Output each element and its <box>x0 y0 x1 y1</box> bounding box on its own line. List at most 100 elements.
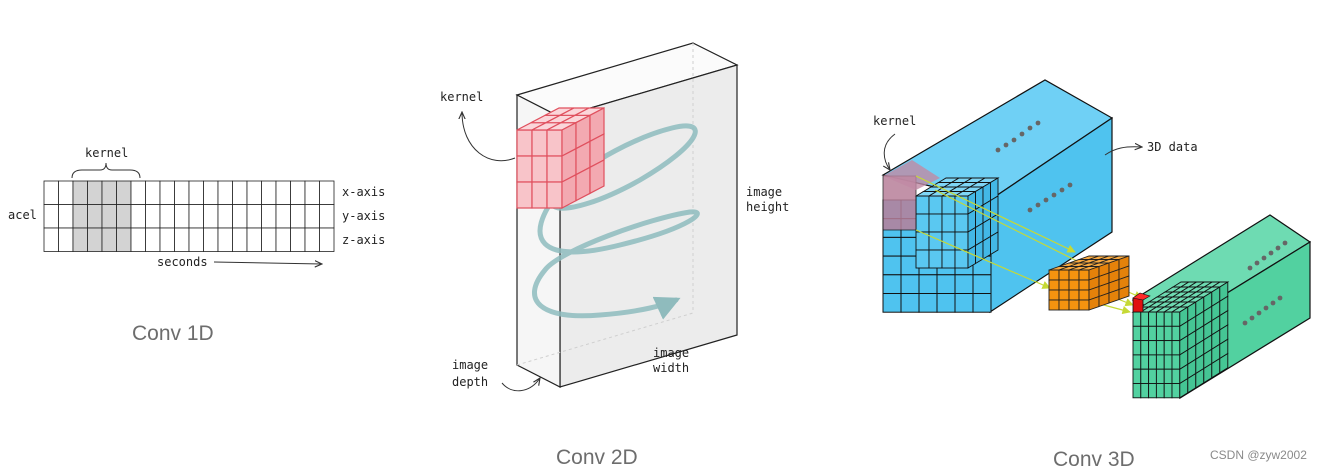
signal-cell <box>58 227 74 252</box>
front-cell <box>941 231 956 251</box>
signal-cell <box>188 227 204 252</box>
front-cell <box>915 213 930 233</box>
signal-cell <box>319 180 335 205</box>
front-cell <box>1171 325 1181 342</box>
signal-cell <box>145 180 161 205</box>
front-cell <box>1058 279 1070 291</box>
front-cell <box>1155 368 1165 384</box>
front-cell <box>1078 299 1090 311</box>
side-cell <box>589 159 605 195</box>
front-cell <box>1163 325 1173 342</box>
front-cell <box>954 213 969 233</box>
front-cell <box>954 274 974 294</box>
kernel-cell <box>72 204 88 229</box>
signal-cell <box>217 180 233 205</box>
front-cell <box>1048 289 1060 301</box>
front-cell <box>882 236 902 257</box>
signal-cell <box>130 180 146 205</box>
conv1d-panel: kernel acel x-axis y-axis z-axis seconds… <box>8 146 385 345</box>
front-cell <box>1171 368 1181 384</box>
kernel-cell <box>87 204 103 229</box>
front-cell <box>1068 299 1080 311</box>
signal-cell <box>58 204 74 229</box>
signal-cell <box>290 180 306 205</box>
front-cell <box>1171 311 1181 327</box>
front-cell <box>1163 354 1173 370</box>
signal-cell <box>319 227 335 252</box>
green-block-dots <box>1242 240 1288 326</box>
front-cell <box>1068 269 1080 281</box>
signal-cell <box>246 204 262 229</box>
kernel-cell <box>87 180 103 205</box>
output-voxel-top <box>1132 292 1151 301</box>
front-cell <box>1148 368 1157 384</box>
front-cell <box>1155 383 1165 399</box>
front-cell <box>882 274 902 294</box>
front-cell <box>1078 279 1090 291</box>
front-cell <box>1132 368 1142 384</box>
hidden-edge-horizontal <box>516 312 694 366</box>
signal-cell <box>232 204 248 229</box>
signal-cell <box>217 227 233 252</box>
kernel-brace <box>71 162 141 179</box>
front-cell <box>900 293 920 313</box>
front-cell <box>1140 383 1150 399</box>
signal-cell <box>58 180 74 205</box>
conv3d-kernel-arrow <box>884 133 896 170</box>
front-cell <box>936 274 956 294</box>
signal-cell <box>203 180 219 205</box>
height-label-line2: height <box>746 200 789 214</box>
kernel-cell <box>116 204 132 229</box>
kernel-pointer-arrow <box>462 112 516 162</box>
front-cell <box>954 293 974 313</box>
conv3d-panel: kernel 3D data Conv 3D <box>873 79 1312 471</box>
front-cell <box>1048 279 1060 291</box>
conv1d-kernel-label: kernel <box>85 146 128 160</box>
front-cell <box>546 129 563 157</box>
conv2d-kernel-cube <box>516 107 605 209</box>
side-cell <box>990 231 999 256</box>
front-cell <box>1140 325 1150 342</box>
signal-cell <box>275 227 291 252</box>
kernel-cell <box>116 180 132 205</box>
conv2d-panel: kernel image height image width image de… <box>440 42 789 469</box>
front-cell <box>1163 311 1173 327</box>
front-cell <box>531 181 548 209</box>
signal-cell <box>174 180 190 205</box>
signal-cell <box>319 204 335 229</box>
kernel-cell <box>101 227 117 252</box>
front-cell <box>882 293 902 313</box>
signal-cell <box>217 204 233 229</box>
width-label-line2: width <box>653 361 689 375</box>
width-label-line1: image <box>653 346 689 360</box>
front-cell <box>1140 340 1150 356</box>
green-block-front-grid <box>1131 281 1230 399</box>
signal-cell <box>159 180 175 205</box>
front-cell <box>918 274 938 294</box>
front-cell <box>516 155 533 183</box>
front-cell <box>972 274 992 294</box>
kernel-cell <box>116 227 132 252</box>
side-cell <box>1118 285 1130 301</box>
front-cell <box>900 274 920 294</box>
front-cell <box>516 129 533 157</box>
signal-cell <box>232 227 248 252</box>
side-cell <box>975 240 984 265</box>
front-cell <box>1078 269 1090 281</box>
signal-cell <box>203 204 219 229</box>
signal-cell <box>130 204 146 229</box>
front-cell <box>954 249 969 269</box>
conv2d-caption: Conv 2D <box>556 446 638 469</box>
depth-label-line1: image <box>452 358 488 372</box>
front-cell <box>941 213 956 233</box>
front-cell <box>941 249 956 269</box>
front-cell <box>1132 383 1142 399</box>
front-cell <box>1140 311 1150 327</box>
signal-cell <box>159 227 175 252</box>
signal-cell <box>188 204 204 229</box>
height-label-line1: image <box>746 185 782 199</box>
side-cell <box>1219 352 1229 374</box>
signal-cell <box>159 204 175 229</box>
conv1d-grid <box>43 180 335 252</box>
kernel-cell <box>72 227 88 252</box>
